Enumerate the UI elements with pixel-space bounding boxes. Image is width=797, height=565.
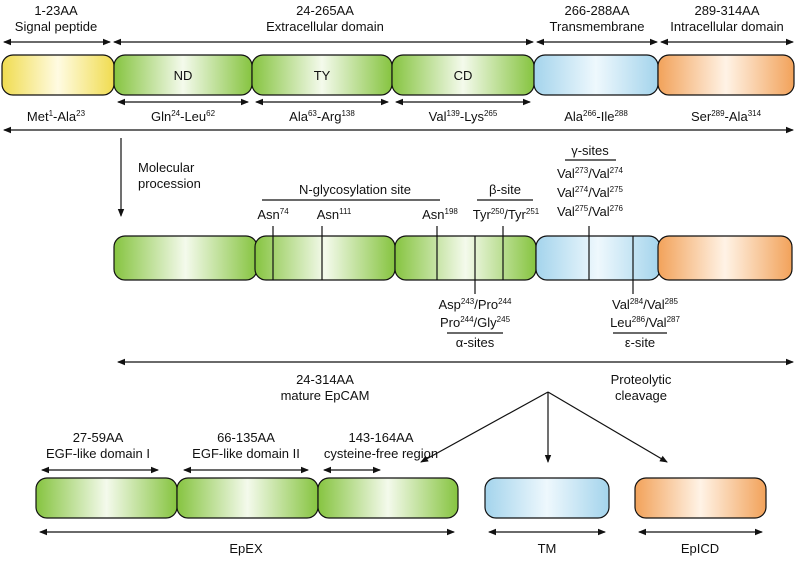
region-range-signal: 1-23AA <box>34 3 78 18</box>
fragment-label-tm: TM <box>538 541 557 556</box>
n-glycosylation-title: N-glycosylation site <box>299 182 411 197</box>
region-name-intracellular: Intracellular domain <box>670 19 783 34</box>
epex-segment-1 <box>35 477 178 519</box>
residue-span-nd: Gln24-Leu62 <box>151 109 216 124</box>
transmembrane-box <box>533 54 659 96</box>
bottom-domain-range-egf2: 66-135AA <box>217 430 275 445</box>
site-val275-val276: Val275/Val276 <box>557 204 624 219</box>
domain-label-nd: ND <box>174 68 193 83</box>
mature-tm-box <box>535 235 661 281</box>
region-name-transmembrane: Transmembrane <box>550 19 645 34</box>
residue-span-ty: Ala63-Arg138 <box>289 109 355 124</box>
site-val274-val275: Val274/Val275 <box>557 185 624 200</box>
procession-label-line2: procession <box>138 176 201 191</box>
mature-nd-box <box>113 235 258 281</box>
residue-span-signal: Met1-Ala23 <box>27 109 86 124</box>
signal-peptide-box <box>1 54 115 96</box>
bottom-domain-range-egf1: 27-59AA <box>73 430 124 445</box>
procession-label-line1: Molecular <box>138 160 195 175</box>
region-name-extracellular: Extracellular domain <box>266 19 384 34</box>
bottom-domain-name-cysfree: cysteine-free region <box>324 446 438 461</box>
residue-span-ic: Ser289-Ala314 <box>691 109 762 124</box>
site-val284-val285: Val284/Val285 <box>612 297 679 312</box>
bottom-domain-name-egf2: EGF-like domain II <box>192 446 300 461</box>
fragment-label-epicd: EpICD <box>681 541 719 556</box>
beta-site-title: β-site <box>489 182 521 197</box>
site-asp243-pro244: Asp243/Pro244 <box>439 297 513 312</box>
tm-fragment-box <box>484 477 610 519</box>
residue-span-tm: Ala266-Ile288 <box>564 109 628 124</box>
cleavage-arrow-epex <box>420 391 549 463</box>
bottom-domain-name-egf1: EGF-like domain I <box>46 446 150 461</box>
epex-segment-2 <box>176 477 319 519</box>
site-val273-val274: Val273/Val274 <box>557 166 624 181</box>
fragment-label-epex: EpEX <box>229 541 263 556</box>
region-name-signal: Signal peptide <box>15 19 97 34</box>
residue-span-cd: Val139-Lys265 <box>429 109 498 124</box>
site-pro244-gly245: Pro244/Gly245 <box>440 315 511 330</box>
site-asn198: Asn198 <box>422 207 458 222</box>
site-tyr250-tyr251: Tyr250/Tyr251 <box>473 207 540 222</box>
region-range-intracellular: 289-314AA <box>694 3 759 18</box>
site-asn111: Asn111 <box>317 207 352 222</box>
epex-segment-3 <box>317 477 459 519</box>
cleavage-arrow-epicd <box>547 391 668 463</box>
site-asn74: Asn74 <box>257 207 289 222</box>
region-range-extracellular: 24-265AA <box>296 3 354 18</box>
mature-name-label: mature EpCAM <box>281 388 370 403</box>
domain-label-cd: CD <box>454 68 473 83</box>
mature-ic-box <box>657 235 793 281</box>
gamma-sites-title: γ-sites <box>571 143 609 158</box>
mature-range-label: 24-314AA <box>296 372 354 387</box>
domain-label-ty: TY <box>314 68 331 83</box>
region-range-transmembrane: 266-288AA <box>564 3 629 18</box>
epsilon-site-title: ε-site <box>625 335 655 350</box>
bottom-domain-range-cysfree: 143-164AA <box>348 430 413 445</box>
mature-ty-box <box>254 235 396 281</box>
site-leu286-val287: Leu286/Val287 <box>610 315 680 330</box>
intracellular-box <box>657 54 795 96</box>
mature-cd-box <box>394 235 537 281</box>
cleavage-label-line1: Proteolytic <box>611 372 672 387</box>
alpha-sites-title: α-sites <box>456 335 495 350</box>
cleavage-label-line2: cleavage <box>615 388 667 403</box>
epicd-fragment-box <box>634 477 767 519</box>
